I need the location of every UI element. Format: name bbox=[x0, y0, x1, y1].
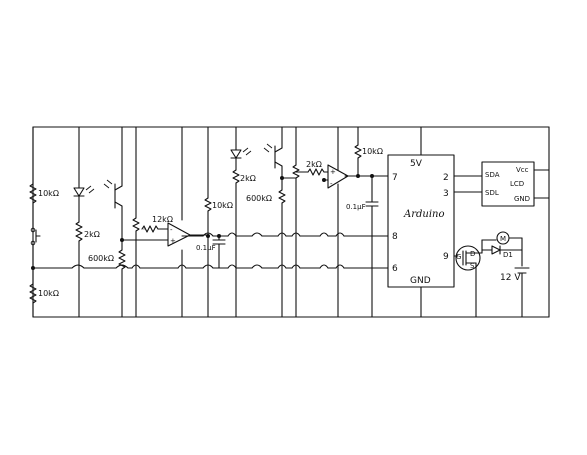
capacitor-label: 0.1μF bbox=[196, 244, 216, 252]
rc-filter-1-section: 10kΩ 0.1μF bbox=[196, 126, 233, 318]
svg-text:-: - bbox=[330, 180, 333, 188]
supply-rails bbox=[32, 126, 550, 318]
svg-text:+: + bbox=[330, 168, 336, 176]
pin-label: 3 bbox=[443, 189, 449, 199]
arduino-5v-label: 5V bbox=[410, 159, 423, 169]
svg-text:+: + bbox=[170, 237, 176, 245]
lcd-gnd-label: GND bbox=[514, 195, 530, 203]
mosfet-g-label: G bbox=[456, 253, 461, 261]
lcd-sdl-label: SDL bbox=[485, 189, 499, 197]
capacitor-label: 0.1μF bbox=[346, 203, 366, 211]
led-phototransistor-2-section: 2kΩ 600kΩ bbox=[230, 126, 286, 318]
motor-driver-section: G D S M D1 12 V bbox=[453, 231, 530, 318]
opamp-2-section: + - 2kΩ bbox=[281, 126, 349, 318]
resistor-label: 12kΩ bbox=[152, 215, 173, 224]
motor-label: M bbox=[500, 235, 506, 243]
battery-label: 12 V bbox=[500, 273, 521, 283]
lcd-title: LCD bbox=[510, 180, 524, 188]
lcd-vcc-label: Vcc bbox=[516, 166, 529, 174]
resistor-label: 2kΩ bbox=[84, 230, 100, 239]
resistor-label: 10kΩ bbox=[38, 189, 59, 198]
pin-label: 6 bbox=[392, 264, 398, 274]
arduino-block: 5V Arduino GND 7 8 6 2 3 9 bbox=[387, 126, 455, 318]
svg-text:-: - bbox=[170, 226, 173, 234]
rc-filter-2-section: 10kΩ 0.1μF bbox=[346, 126, 383, 318]
resistor-label: 10kΩ bbox=[38, 289, 59, 298]
resistor-label: 600kΩ bbox=[88, 254, 114, 263]
mosfet-s-label: S bbox=[470, 262, 475, 270]
resistor-label: 600kΩ bbox=[246, 194, 272, 203]
arduino-gnd-label: GND bbox=[410, 276, 431, 286]
resistor-label: 10kΩ bbox=[212, 201, 233, 210]
mosfet-d-label: D bbox=[470, 250, 475, 258]
led-phototransistor-section: 2kΩ 600kΩ bbox=[73, 126, 126, 318]
pin-label: 2 bbox=[443, 173, 449, 183]
opamp-1-section: - + 12kΩ bbox=[121, 126, 209, 318]
pin-label: 9 bbox=[443, 252, 449, 262]
resistor-label: 10kΩ bbox=[362, 147, 383, 156]
resistor-label: 2kΩ bbox=[306, 160, 322, 169]
pin-label: 8 bbox=[392, 232, 398, 242]
button-section: 10kΩ 10kΩ bbox=[29, 126, 59, 318]
lcd-sda-label: SDA bbox=[485, 171, 500, 179]
arduino-title: Arduino bbox=[403, 209, 445, 220]
pin-label: 7 bbox=[392, 173, 398, 183]
diode-label: D1 bbox=[503, 251, 513, 259]
resistor-label: 2kΩ bbox=[240, 174, 256, 183]
lcd-block: SDA SDL LCD Vcc GND bbox=[453, 161, 550, 207]
